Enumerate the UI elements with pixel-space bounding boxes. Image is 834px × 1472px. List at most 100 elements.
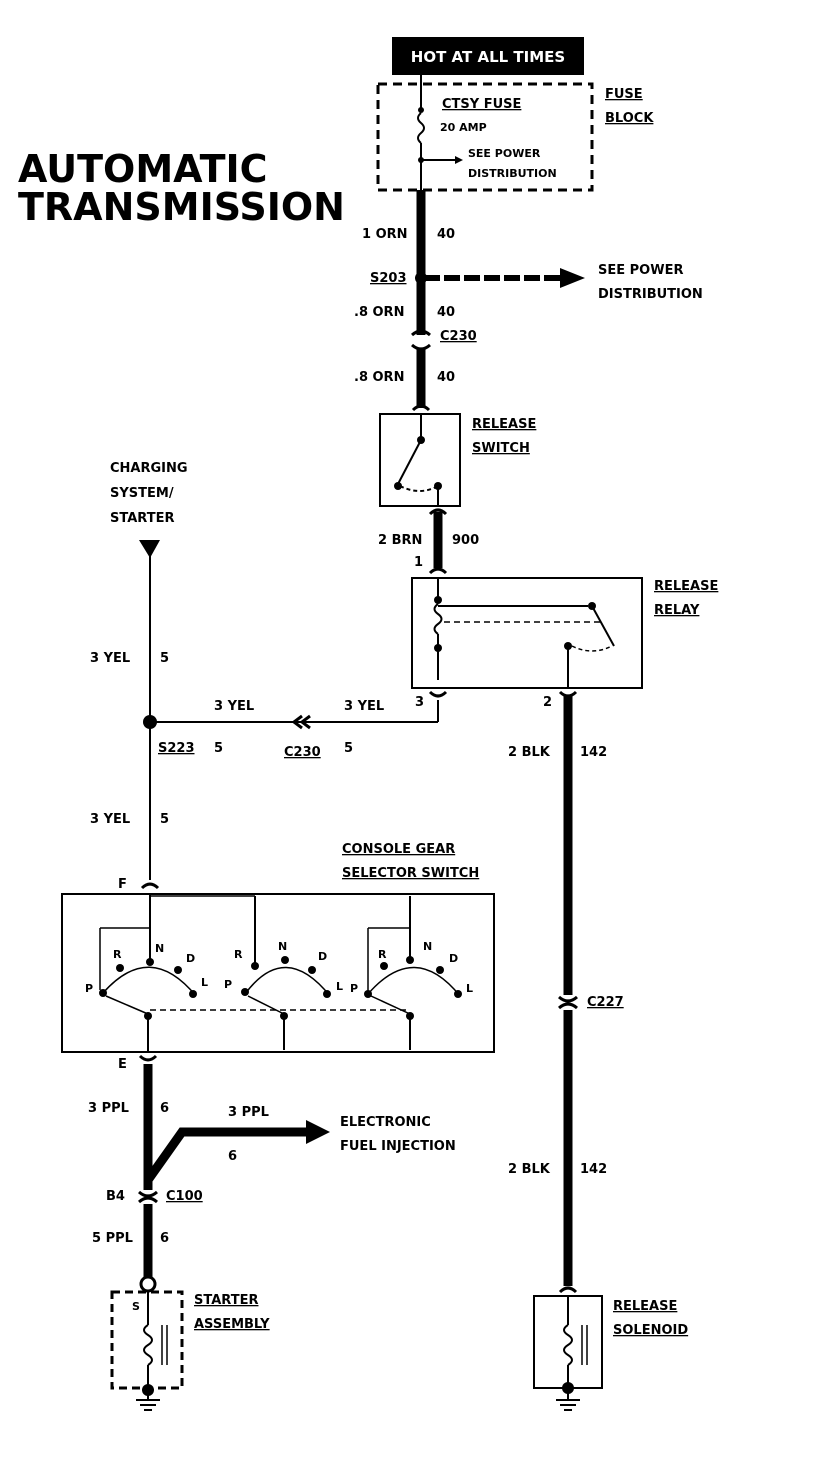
yel-low-circuit: 5 — [160, 812, 169, 827]
c230-mid-connector-icon — [291, 714, 311, 730]
hot-label: HOT AT ALL TIMES — [411, 48, 565, 66]
conn-b4: B4 — [106, 1189, 125, 1204]
relay-pin3: 3 — [415, 695, 424, 710]
relay-coil-node-top — [434, 596, 442, 604]
blk-top-gauge: 2 BLK — [508, 745, 551, 760]
deck2-l-dot — [323, 990, 331, 998]
deck1-n-dot — [146, 958, 154, 966]
selector-deck-3: P R N D L — [350, 896, 473, 1050]
ppl-branch-circuit: 6 — [228, 1149, 237, 1164]
w1-gauge: 1 ORN — [362, 227, 408, 242]
release-switch-dashed-link — [399, 485, 439, 492]
deck1-l-dot — [189, 990, 197, 998]
relay-coil-node-bottom — [434, 644, 442, 652]
efi-label1: ELECTRONIC — [340, 1115, 431, 1130]
deck3-l: L — [466, 982, 473, 995]
deck2-n-dot — [281, 956, 289, 964]
release-relay-box — [411, 577, 643, 689]
starter-ground-node — [142, 1384, 154, 1396]
blk-low-gauge: 2 BLK — [508, 1162, 551, 1177]
solenoid-label2: SOLENOID — [613, 1323, 688, 1338]
yel-low-gauge: 3 YEL — [90, 812, 130, 827]
deck1-d: D — [186, 952, 195, 965]
deck2-p-dot — [241, 988, 249, 996]
deck3-blade — [370, 995, 411, 1015]
starter-s: S — [132, 1300, 140, 1313]
selector-deck-2: P R N D L — [150, 895, 343, 1050]
fuse-branch-arrow-icon — [455, 156, 463, 164]
deck3-r: R — [378, 948, 387, 961]
see-power2: DISTRIBUTION — [598, 287, 703, 302]
console-label1: CONSOLE GEAR — [342, 842, 455, 857]
deck3-d: D — [449, 952, 458, 965]
release-switch-blade — [397, 439, 422, 485]
relay-pin1-terminal — [428, 567, 448, 575]
deck3-d-dot — [436, 966, 444, 974]
deck2-d-dot — [308, 966, 316, 974]
splice-s223: S223 — [158, 741, 195, 756]
release-switch-contact — [394, 482, 402, 490]
blk-low-circuit: 142 — [580, 1162, 607, 1177]
w2-gauge: .8 ORN — [354, 305, 404, 320]
yel-h-left: 3 YEL — [214, 699, 254, 714]
starter-ground-icon — [136, 1392, 160, 1411]
starter-coil-icon — [143, 1324, 153, 1366]
s223-circuit: 5 — [214, 741, 223, 756]
ppl-gauge: 3 PPL — [88, 1101, 129, 1116]
console-label2: SELECTOR SWITCH — [342, 866, 479, 881]
c230-circuit: 5 — [344, 741, 353, 756]
deck1-blade — [105, 995, 149, 1015]
charging-label3: STARTER — [110, 511, 174, 526]
deck1-arc — [102, 966, 197, 997]
c100-connector-b — [138, 1196, 158, 1204]
deck1-p-dot — [99, 989, 107, 997]
relay-pin1: 1 — [414, 555, 423, 570]
ppl-branch-wire — [144, 1127, 310, 1183]
release-relay-label2: RELAY — [654, 603, 700, 618]
deck3-arc — [367, 966, 461, 997]
release-switch-terminal-top — [411, 404, 431, 412]
w3-circuit: 40 — [437, 370, 455, 385]
deck2-r: R — [234, 948, 243, 961]
deck1-p: P — [85, 982, 93, 995]
charging-label1: CHARGING — [110, 461, 188, 476]
deck2-p: P — [224, 978, 232, 991]
charging-arrow-icon — [139, 540, 160, 558]
c230-top-connector-a — [411, 329, 431, 337]
relay-contact-blade — [591, 605, 615, 647]
deck1-d-dot — [174, 966, 182, 974]
starter-label1: STARTER — [194, 1293, 258, 1308]
fuse-element-icon — [417, 112, 425, 144]
efi-label2: FUEL INJECTION — [340, 1139, 456, 1154]
deck2-arc — [244, 966, 331, 997]
ppl-branch-arrow-icon — [306, 1120, 330, 1144]
switch-pin-e-terminal — [138, 1054, 158, 1062]
relay-pin2: 2 — [543, 695, 552, 710]
deck1-l: L — [201, 976, 208, 989]
w4-circuit: 900 — [452, 533, 479, 548]
deck3-n: N — [423, 940, 432, 953]
yel-h-right: 3 YEL — [344, 699, 384, 714]
selector-deck-1: P R N D L — [85, 894, 208, 1052]
relay-contact-dashed — [571, 645, 613, 652]
switch-pin-f-terminal — [140, 882, 160, 890]
c227-connector-b — [558, 1002, 578, 1010]
hot-banner — [392, 37, 584, 75]
deck3-r-dot — [380, 962, 388, 970]
fuse-block-outline — [376, 82, 594, 192]
solenoid-label1: RELEASE — [613, 1299, 677, 1314]
fuse-see2: DISTRIBUTION — [468, 167, 557, 180]
yel-top-gauge: 3 YEL — [90, 651, 130, 666]
deck2-r-dot — [251, 962, 259, 970]
switch-pin-e: E — [118, 1057, 127, 1072]
s203-branch-arrow-icon — [560, 268, 585, 288]
w2-circuit: 40 — [437, 305, 455, 320]
w4-gauge: 2 BRN — [378, 533, 422, 548]
splice-s203: S203 — [370, 271, 407, 286]
release-switch-label2: SWITCH — [472, 441, 530, 456]
starter-label2: ASSEMBLY — [194, 1317, 270, 1332]
switch-pin-f: F — [118, 877, 127, 892]
deck3-n-dot — [406, 956, 414, 964]
solenoid-ground-node — [562, 1382, 574, 1394]
